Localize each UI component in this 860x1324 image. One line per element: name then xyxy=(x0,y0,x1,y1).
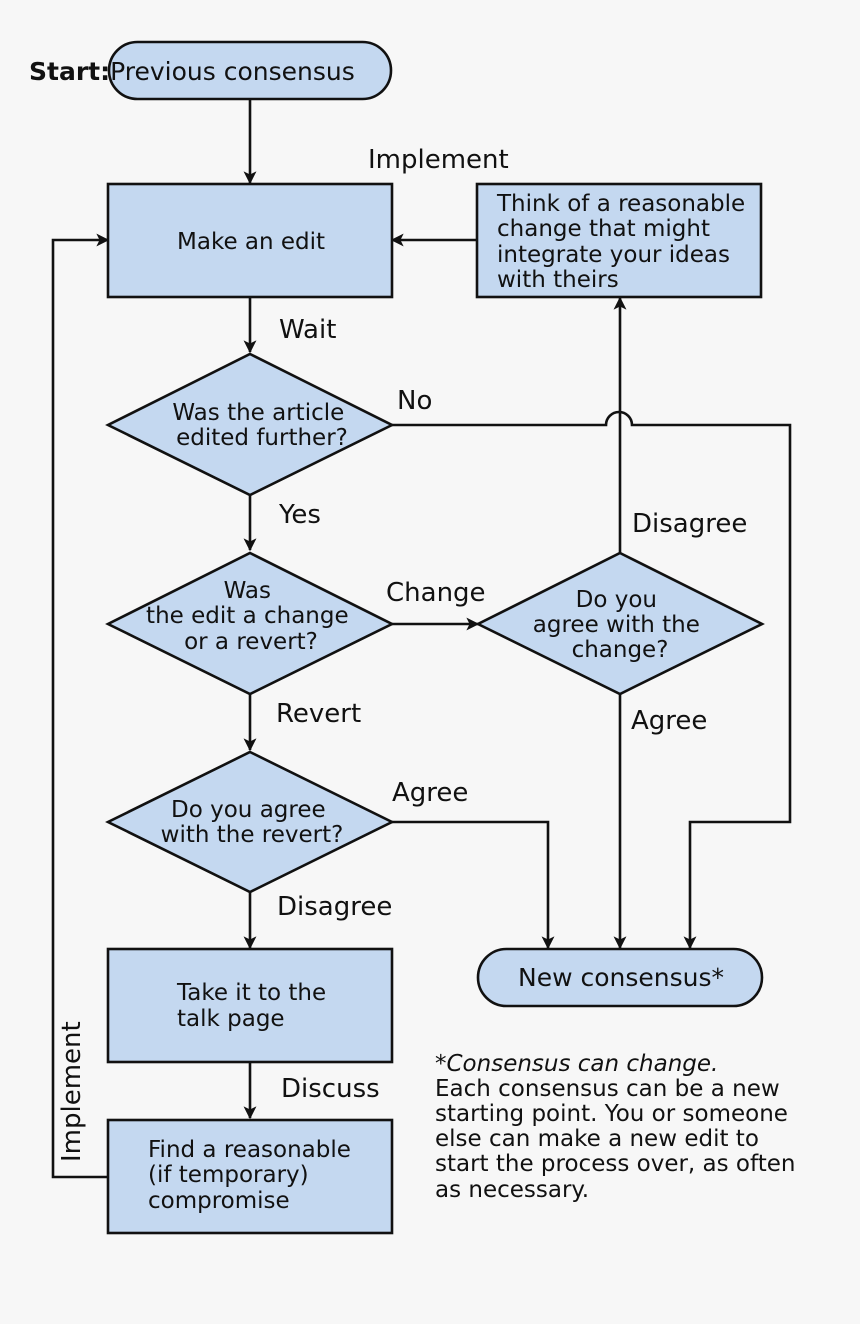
edge-label-agree-right: Agree xyxy=(631,706,707,736)
talk-page-node: Take it to the talk page xyxy=(106,947,394,1064)
compromise-box xyxy=(106,1118,394,1235)
think-change-box xyxy=(475,182,763,299)
think-change-label: Think of a reasonable change that might … xyxy=(496,191,752,293)
agree-revert-label: Do you agree with the revert? xyxy=(161,797,344,848)
start-prefix: Start: xyxy=(29,57,110,86)
start-terminal-shape xyxy=(107,40,393,101)
start-label: Previous consensus xyxy=(110,57,355,86)
change-or-revert-diamond xyxy=(105,551,395,696)
note-title: *Consensus can change. xyxy=(435,1051,718,1077)
edited-further-decision: Was the article edited further? xyxy=(105,352,395,497)
edited-further-diamond xyxy=(105,352,395,497)
edge-label-yes: Yes xyxy=(278,500,321,530)
compromise-node: Find a reasonable (if temporary) comprom… xyxy=(106,1118,394,1235)
edge-label-discuss: Discuss xyxy=(281,1074,380,1104)
edges xyxy=(51,100,792,1179)
new-consensus-terminal-shape xyxy=(476,947,764,1008)
agree-revert-diamond xyxy=(105,750,395,894)
edge-agree-revert-to-new xyxy=(392,820,555,950)
agree-change-decision: Do you agree with the change? xyxy=(475,551,765,696)
new-consensus-node: New consensus* xyxy=(476,947,764,1008)
edge-label-change: Change xyxy=(386,578,486,608)
edge-label-wait: Wait xyxy=(279,315,336,345)
compromise-label: Find a reasonable (if temporary) comprom… xyxy=(148,1137,358,1214)
edge-label-agree-revert: Agree xyxy=(392,778,468,808)
edge-label-implement-left: Implement xyxy=(57,1021,87,1162)
note-body: Each consensus can be a new starting poi… xyxy=(435,1076,803,1203)
think-change-node: Think of a reasonable change that might … xyxy=(475,182,763,299)
edge-implement-loop xyxy=(51,233,110,1179)
edge-label-disagree-revert: Disagree xyxy=(277,892,392,922)
edited-further-label: Was the article edited further? xyxy=(172,400,351,451)
make-edit-box xyxy=(106,182,394,299)
edge-no-to-new-consensus xyxy=(392,410,792,950)
start-node: Start:Previous consensus xyxy=(29,40,393,101)
talk-page-box xyxy=(106,947,394,1064)
agree-change-diamond xyxy=(475,551,765,696)
talk-page-label: Take it to the talk page xyxy=(176,980,333,1032)
edge-label-no: No xyxy=(397,386,432,416)
make-edit-node: Make an edit xyxy=(106,182,394,299)
consensus-note: *Consensus can change. Each consensus ca… xyxy=(435,1051,803,1203)
change-or-revert-label: Was the edit a change or a revert? xyxy=(146,578,356,655)
svg-text:Start:Previous consensus: Start:Previous consensus xyxy=(29,57,355,86)
change-or-revert-decision: Was the edit a change or a revert? xyxy=(105,551,395,696)
edge-labels: Implement Wait No Yes Change Disagree Re… xyxy=(57,145,747,1162)
make-edit-label: Make an edit xyxy=(177,229,325,255)
agree-revert-decision: Do you agree with the revert? xyxy=(105,750,395,894)
new-consensus-label: New consensus* xyxy=(518,963,724,992)
edge-label-disagree-right: Disagree xyxy=(632,509,747,539)
edge-label-implement-top: Implement xyxy=(368,145,509,175)
edge-label-revert: Revert xyxy=(276,699,361,729)
agree-change-label: Do you agree with the change? xyxy=(533,587,707,663)
